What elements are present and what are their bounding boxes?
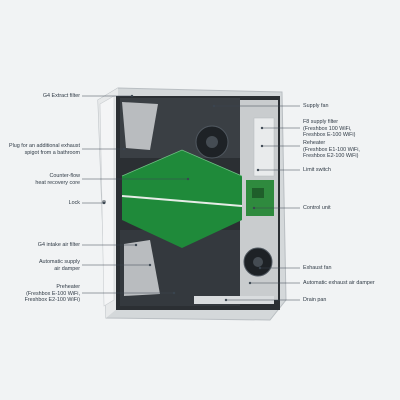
label-supply-fan: Supply fan xyxy=(303,103,329,109)
control-unit-chip xyxy=(252,188,264,198)
label-automatic-supply-damper: Automatic supply air damper xyxy=(38,259,80,272)
heat-recovery-core xyxy=(122,150,242,248)
g4-intake-filter-shape xyxy=(124,240,160,296)
right-leader-lines xyxy=(212,104,300,302)
g4-extract-filter-shape xyxy=(122,102,158,150)
label-reheater: Reheater (Freshbox E1-100 WiFi, Freshbox… xyxy=(303,140,360,160)
f8-filter-block xyxy=(253,117,275,177)
left-leader-lines xyxy=(82,94,190,295)
label-f8-supply-filter: F8 supply filter (Freshbox 100 WiFi, Fre… xyxy=(303,119,356,139)
label-exhaust-fan: Exhaust fan xyxy=(303,265,332,271)
unit-left-frame xyxy=(99,95,115,307)
label-limit-switch: Limit switch xyxy=(303,167,331,173)
label-g4-extract-filter: G4 Extract filter xyxy=(42,93,80,99)
label-automatic-exhaust-damper: Automatic exhaust air damper xyxy=(303,280,375,286)
label-counter-flow-core: Counter-flow heat recovery core xyxy=(35,173,80,186)
label-preheater: Preheater (Freshbox E-100 WiFi, Freshbox… xyxy=(24,284,80,304)
label-g4-intake-filter: G4 intake air filter xyxy=(37,242,80,248)
label-plug-exhaust-spigot: Plug for an additional exhaust spigot fr… xyxy=(8,143,80,156)
label-control-unit: Control unit xyxy=(303,205,331,211)
label-drain-pan: Drain pan xyxy=(303,297,327,303)
label-lock: Lock xyxy=(68,200,80,206)
